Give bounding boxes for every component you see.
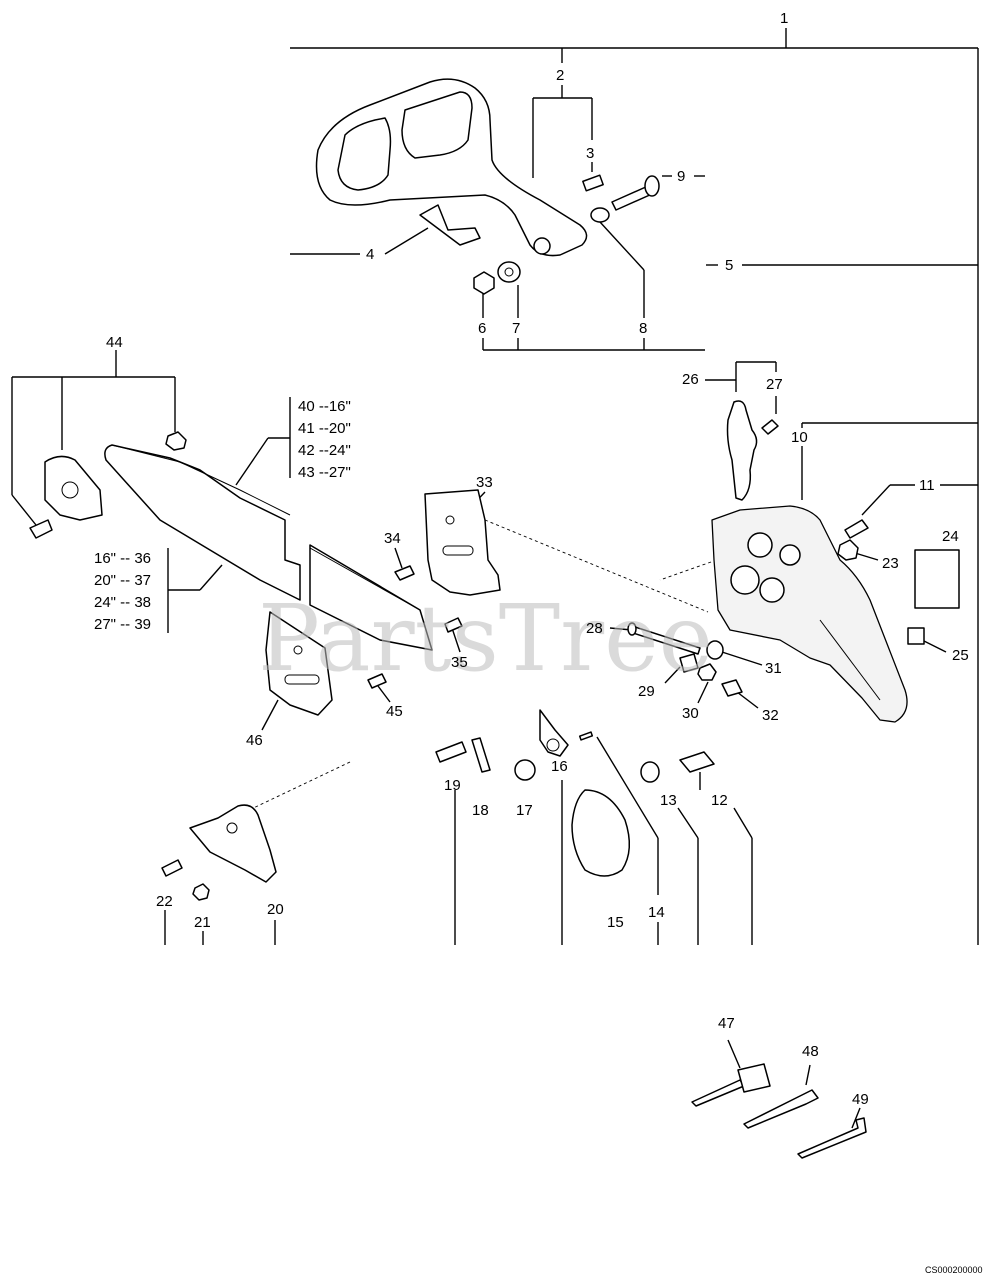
plate	[721, 679, 743, 697]
bushing	[640, 761, 660, 783]
callout-49: 49	[852, 1091, 869, 1108]
callout-4: 4	[366, 246, 374, 263]
callout-33: 33	[476, 474, 493, 491]
adjuster-pin	[679, 653, 699, 673]
nut	[473, 271, 495, 295]
nut	[165, 431, 187, 451]
bar-size-16: 16" -- 36	[94, 550, 151, 567]
callout-34: 34	[384, 530, 401, 547]
clip	[419, 204, 481, 246]
spring	[435, 741, 467, 763]
screw	[844, 519, 869, 539]
callout-10: 10	[791, 429, 808, 446]
sprocket-guard	[711, 505, 908, 723]
chain-size-24: 42 --24"	[298, 442, 351, 459]
bar-size-20: 20" -- 37	[94, 572, 151, 589]
callout-11: 11	[919, 477, 935, 494]
bar-cover	[189, 804, 277, 883]
outer-plate	[265, 611, 333, 716]
nut	[697, 663, 717, 681]
stopper	[679, 751, 715, 773]
screw	[161, 859, 183, 877]
decal	[914, 549, 960, 609]
callout-22: 22	[156, 893, 173, 910]
brake-lever	[539, 709, 569, 757]
screw	[394, 565, 415, 581]
callout-23: 23	[882, 555, 899, 572]
callout-3: 3	[586, 145, 594, 162]
callout-45: 45	[386, 703, 403, 720]
nut	[837, 539, 859, 561]
callout-27: 27	[766, 376, 783, 393]
hex-wrench	[797, 1117, 867, 1159]
collar	[514, 759, 536, 781]
screwdriver	[743, 1089, 819, 1129]
callout-18: 18	[472, 802, 489, 819]
screw	[761, 419, 779, 435]
bar-size-24: 24" -- 38	[94, 594, 151, 611]
callout-48: 48	[802, 1043, 819, 1060]
guide-bar	[104, 444, 433, 651]
washer	[497, 261, 521, 283]
callout-6: 6	[478, 320, 486, 337]
callout-13: 13	[660, 792, 677, 809]
callout-5: 5	[725, 257, 733, 274]
callout-47: 47	[718, 1015, 735, 1032]
nut	[192, 883, 210, 901]
link	[471, 737, 491, 773]
callout-17: 17	[516, 802, 533, 819]
bar-nose-plate	[44, 455, 103, 521]
callout-32: 32	[762, 707, 779, 724]
pin	[578, 731, 594, 741]
bolt	[611, 175, 660, 211]
callout-1: 1	[780, 10, 788, 27]
callout-20: 20	[267, 901, 284, 918]
callout-12: 12	[711, 792, 728, 809]
callout-9: 9	[677, 168, 685, 185]
callout-30: 30	[682, 705, 699, 722]
collar	[706, 640, 724, 660]
watermark: PartsTree	[258, 585, 713, 692]
diagram-code: CS000200000	[925, 1265, 983, 1275]
callout-35: 35	[451, 654, 468, 671]
callout-2: 2	[556, 67, 564, 84]
callout-26: 26	[682, 371, 699, 388]
callout-44: 44	[106, 334, 123, 351]
callout-16: 16	[551, 758, 568, 775]
bolt	[29, 519, 53, 539]
front-hand-guard	[315, 78, 588, 257]
callout-7: 7	[512, 320, 520, 337]
callout-25: 25	[952, 647, 969, 664]
bar-size-27: 27" -- 39	[94, 616, 151, 633]
callout-8: 8	[639, 320, 647, 337]
plug-wrench	[691, 1063, 771, 1107]
callout-21: 21	[194, 914, 211, 931]
saw-chain	[111, 444, 291, 516]
callout-46: 46	[246, 732, 263, 749]
screw	[367, 673, 387, 689]
callout-24: 24	[942, 528, 959, 545]
callout-31: 31	[765, 660, 782, 677]
callout-29: 29	[638, 683, 655, 700]
brake-band	[571, 789, 631, 877]
spring-pin	[582, 174, 604, 192]
chain-brake-lever	[726, 400, 758, 501]
callouts: 1 2 3 4 5 6 7 8 9 10 11 12 13 14 15 16 1…	[94, 10, 983, 1275]
callout-28: 28	[586, 620, 603, 637]
callout-15: 15	[607, 914, 624, 931]
stopper	[907, 627, 925, 645]
chain-size-20: 41 --20"	[298, 420, 351, 437]
callout-14: 14	[648, 904, 665, 921]
callout-19: 19	[444, 777, 461, 794]
screw	[444, 617, 463, 633]
guide-plate	[424, 489, 501, 596]
collar	[590, 207, 610, 223]
chain-size-16: 40 --16"	[298, 398, 351, 415]
chain-size-27: 43 --27"	[298, 464, 351, 481]
